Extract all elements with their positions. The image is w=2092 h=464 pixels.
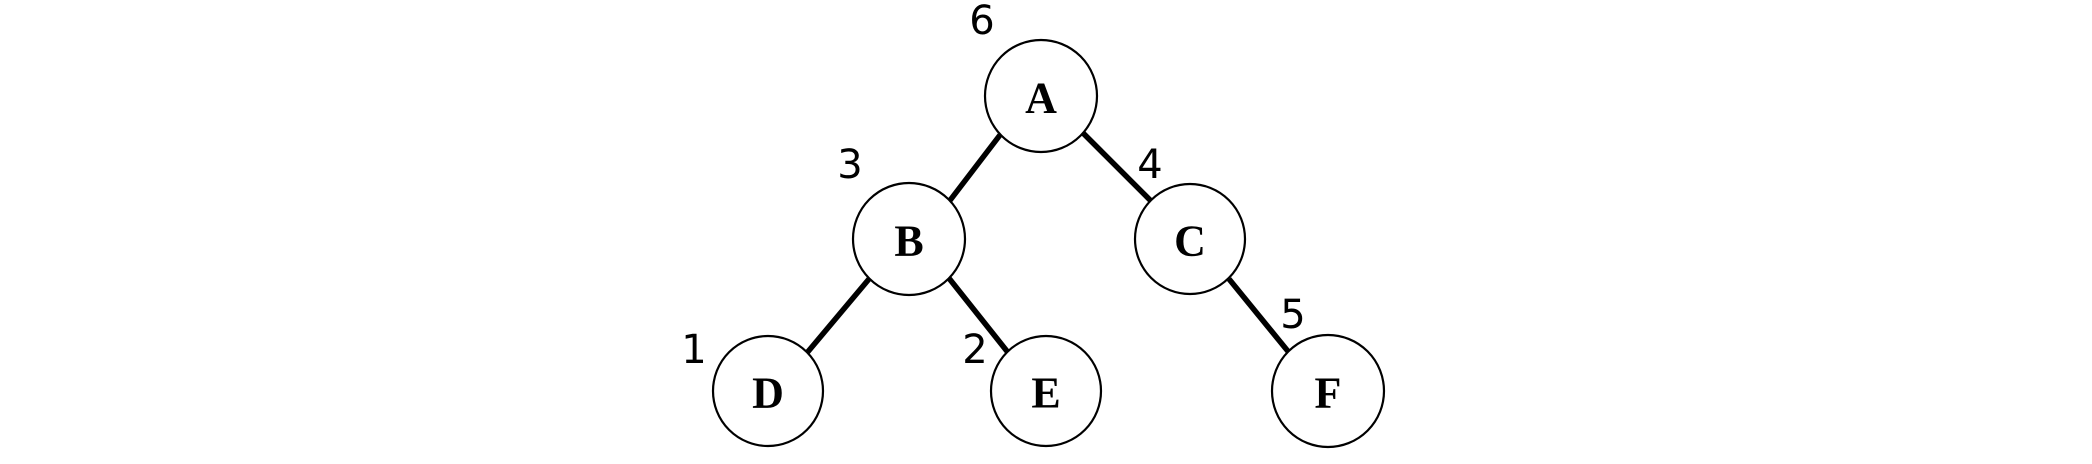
tree-node-b[interactable]: B [851,181,967,297]
tree-node-a[interactable]: A [983,38,1099,154]
node-label-e: E [1031,369,1060,418]
edge-weight-a: 6 [969,0,994,44]
tree-node-d[interactable]: D [711,334,825,448]
edge-weight-c: 4 [1137,142,1162,188]
node-label-b: B [894,217,923,266]
nodes-group: A B C D E F [711,38,1386,449]
tree-node-f[interactable]: F [1270,333,1386,449]
tree-edge-a-b [945,133,1003,205]
edges-group [803,131,1294,357]
tree-edge-c-f [1226,277,1294,357]
node-label-c: C [1174,217,1206,266]
edge-weight-d: 1 [681,327,706,373]
edge-weights-group: 6 3 4 1 2 5 [681,0,1305,373]
edge-weight-f: 5 [1280,292,1305,338]
node-label-a: A [1025,74,1057,123]
node-circle-f[interactable] [1270,333,1386,449]
node-circle-e[interactable] [989,334,1103,448]
tree-edge-b-e [945,275,1013,357]
node-circle-d[interactable] [711,334,825,448]
tree-node-e[interactable]: E [989,334,1103,448]
tree-edge-a-c [1081,131,1154,204]
edge-weight-e: 2 [962,327,987,373]
node-circle-a[interactable] [983,38,1099,154]
tree-node-c[interactable]: C [1133,182,1247,296]
node-circle-c[interactable] [1133,182,1247,296]
node-circle-b[interactable] [851,181,967,297]
edge-weight-b: 3 [837,142,862,188]
node-label-f: F [1315,369,1342,418]
node-label-d: D [752,369,784,418]
tree-edge-b-d [803,277,872,356]
